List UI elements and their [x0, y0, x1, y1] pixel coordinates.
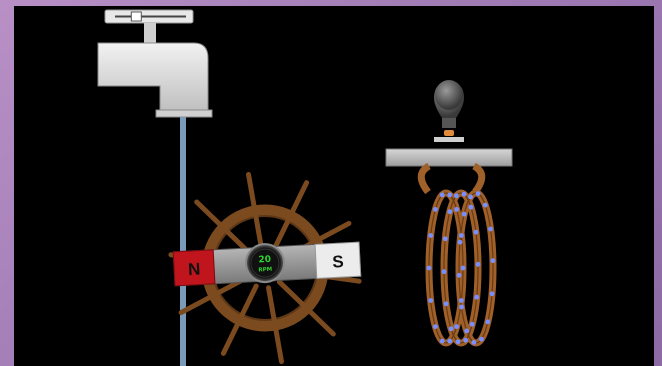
electron-dot [476, 191, 481, 196]
electron-dot [447, 193, 452, 198]
electron-dot [472, 340, 477, 345]
rpm-unit: RPM [258, 267, 272, 274]
flow-slider[interactable] [105, 10, 193, 23]
electron-dot [483, 203, 488, 208]
electron-dot [440, 193, 445, 198]
coil-icon[interactable] [421, 166, 495, 345]
light-bulb-icon [434, 80, 464, 142]
electron-dot [476, 262, 481, 267]
bulb-shelf [386, 149, 512, 166]
electron-dot [454, 207, 459, 212]
electron-dot [433, 324, 438, 329]
electron-dot [447, 209, 452, 214]
electron-dot [485, 319, 490, 324]
electron-dot [454, 193, 459, 198]
electron-dot [468, 195, 473, 200]
electron-dot [479, 337, 484, 342]
electron-dot [456, 339, 461, 344]
faucet-icon [98, 10, 212, 117]
electron-dot [491, 258, 496, 263]
electron-dot [469, 205, 474, 210]
electron-dot [470, 322, 475, 327]
flow-slider-thumb[interactable] [131, 12, 141, 21]
electron-dot [462, 212, 467, 217]
electron-dot [442, 269, 447, 274]
electron-dot [457, 273, 462, 278]
electron-dot [459, 233, 464, 238]
electron-dot [447, 339, 452, 344]
electron-dot [458, 240, 463, 245]
electron-dot [464, 329, 469, 334]
electron-dot [459, 298, 464, 303]
electron-dot [462, 192, 467, 197]
south-label: S [332, 252, 344, 272]
electron-dot [440, 339, 445, 344]
electron-dot [427, 266, 432, 271]
water-stream [180, 117, 186, 366]
north-label: N [188, 260, 201, 280]
simulation-svg: N S 20 RPM [14, 6, 654, 366]
electron-dot [474, 295, 479, 300]
electron-dot [444, 301, 449, 306]
electron-dot [443, 236, 448, 241]
simulation-canvas: N S 20 RPM [14, 6, 654, 366]
rpm-gauge: 20 RPM [245, 243, 285, 283]
electron-dot [428, 298, 433, 303]
electron-dot [474, 230, 479, 235]
rpm-value: 20 [258, 255, 271, 266]
electron-dot [488, 227, 493, 232]
electron-dot [449, 326, 454, 331]
electron-dot [490, 291, 495, 296]
electron-dot [433, 207, 438, 212]
electron-dot [461, 266, 466, 271]
electron-dot [463, 338, 468, 343]
electron-dot [459, 305, 464, 310]
electron-dot [454, 324, 459, 329]
electron-dot [428, 233, 433, 238]
